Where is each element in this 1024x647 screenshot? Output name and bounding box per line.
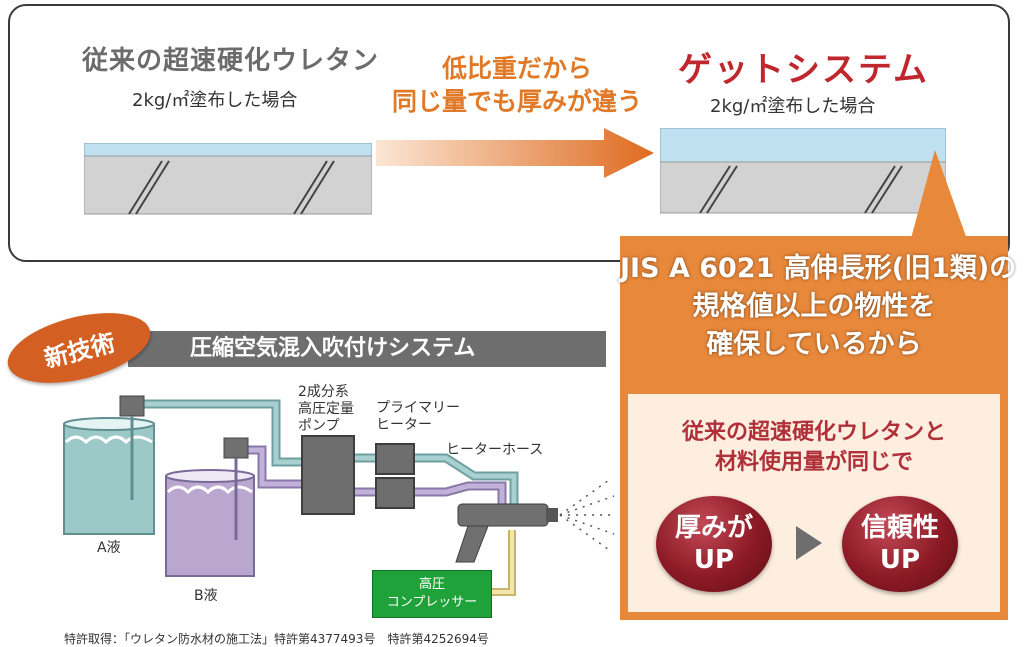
pump-label-line1: 2成分系 [298,384,349,400]
drum-b [165,437,255,577]
primary-heater-a [375,443,415,475]
get-system-title: ゲットシステム [678,50,929,90]
pump-label-line2: 高圧定量 [298,401,354,417]
pump-unit [301,435,355,515]
reliability-up-badge: 信頼性 UP [842,496,958,592]
liquid-a-label: A液 [97,540,121,556]
thickness-up-badge: 厚みが UP [656,496,772,592]
pump-label: 2成分系 高圧定量 ポンプ [298,384,354,435]
conventional-cross-section [84,143,372,215]
patent-note: 特許取得：「ウレタン防水材の施工法」特許第4377493号 特許第4252694… [64,632,489,646]
heater-label-line1: プライマリー [376,400,460,416]
system-title: 圧縮空気混入吹付けシステム [128,331,606,367]
callout-pointer [910,150,968,242]
get-system-subtitle: 2kg/㎡塗布した場合 [710,96,876,117]
arrow-caption-line2: 同じ量でも厚みが違う [392,87,643,116]
reason-line3: 確保しているから [706,329,922,360]
reason-line1: JIS A 6021 高伸長形(旧1類)の [620,253,1017,284]
arrow-caption: 低比重だから 同じ量でも厚みが違う [392,52,642,118]
spray-mist [559,477,616,553]
benefit-line1: 従来の超速硬化ウレタンと [681,420,946,445]
spray-gun [455,503,558,563]
arrow-caption-line1: 低比重だから [441,54,592,83]
conventional-subtitle: 2kg/㎡塗布した場合 [132,90,298,111]
heater-hose-label: ヒーターホース [446,442,544,458]
benefit-text: 従来の超速硬化ウレタンと 材料使用量が同じで [628,418,1000,478]
heater-label: プライマリー ヒーター [376,400,460,434]
thickness-up-line1: 厚みが [674,513,753,543]
arrow-right-icon [376,128,654,178]
compressor-line1: 高圧 [418,577,445,592]
compressor-line2: コンプレッサー [386,595,478,610]
triangle-right-icon [796,526,822,560]
reliability-up-line1: 信頼性 [860,513,939,543]
spray-system-diagram [63,395,616,596]
pump-label-line3: ポンプ [298,418,340,434]
primary-heater-b [375,477,415,509]
reason-line2: 規格値以上の物性を [692,291,936,322]
conventional-title: 従来の超速硬化ウレタン [82,46,380,76]
compressor-box: 高圧 コンプレッサー [372,570,492,618]
get-system-cross-section [660,128,946,214]
drum-a [63,395,155,535]
liquid-b-label: B液 [194,588,218,604]
thickness-up-line2: UP [693,545,735,575]
heater-label-line2: ヒーター [376,417,432,433]
reason-heading: JIS A 6021 高伸長形(旧1類)の 規格値以上の物性を 確保しているから [620,250,1017,364]
reliability-up-line2: UP [879,545,921,575]
benefit-line2: 材料使用量が同じで [714,450,913,475]
